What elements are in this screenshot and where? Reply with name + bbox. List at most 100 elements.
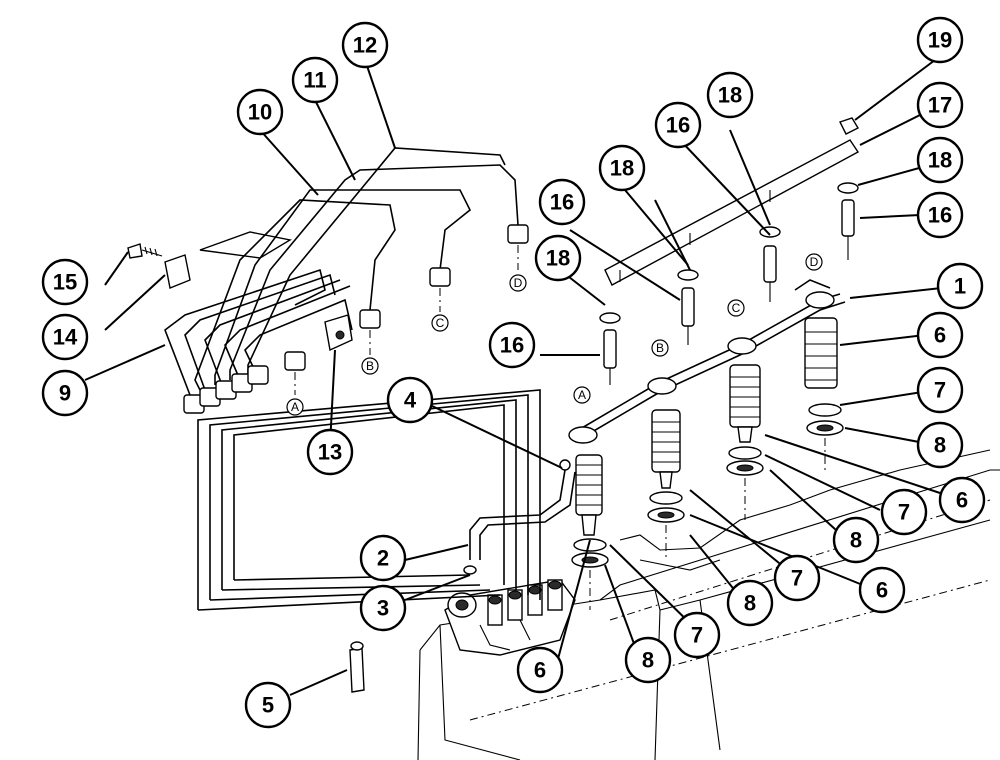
pipe-letter-C: C [431, 314, 449, 332]
injector-letter-D: D [805, 253, 823, 271]
leak-off-hose [463, 459, 576, 575]
callout-7-b: 7 [773, 554, 821, 602]
svg-text:A: A [578, 388, 586, 402]
svg-text:13: 13 [318, 440, 342, 465]
svg-text:D: D [514, 276, 523, 290]
callout-12: 12 [341, 21, 389, 69]
clamp [324, 314, 353, 352]
callout-10: 10 [236, 88, 284, 136]
callout-8-d: 8 [916, 421, 964, 469]
svg-text:6: 6 [934, 323, 946, 348]
callout-16-a: 16 [488, 321, 536, 369]
injector-A [571, 454, 609, 610]
svg-text:C: C [732, 301, 741, 315]
svg-text:12: 12 [353, 33, 377, 58]
callout-8-b: 8 [726, 579, 774, 627]
svg-text:4: 4 [404, 388, 417, 413]
svg-text:8: 8 [744, 591, 756, 616]
callout-14: 14 [41, 313, 89, 361]
svg-text:6: 6 [534, 658, 546, 683]
svg-text:8: 8 [934, 433, 946, 458]
injector-pipes [164, 147, 529, 414]
svg-text:18: 18 [928, 148, 952, 173]
svg-text:7: 7 [934, 378, 946, 403]
callout-3: 3 [359, 584, 407, 632]
svg-text:6: 6 [876, 578, 888, 603]
bracket-and-screw [127, 243, 191, 289]
callout-6-b: 6 [858, 566, 906, 614]
svg-text:16: 16 [500, 333, 524, 358]
svg-text:18: 18 [610, 156, 634, 181]
callout-4: 4 [386, 376, 434, 424]
injector-D [804, 317, 844, 470]
svg-text:D: D [810, 255, 819, 269]
callout-16-b: 16 [538, 178, 586, 226]
callout-1: 1 [936, 262, 984, 310]
callout-18-a: 18 [534, 234, 582, 282]
callout-7-c: 7 [880, 488, 928, 536]
glow-plug-bus-bar [604, 139, 860, 286]
callout-9: 9 [41, 369, 89, 417]
svg-text:16: 16 [666, 113, 690, 138]
svg-text:2: 2 [377, 546, 389, 571]
injector-letter-B: B [651, 339, 669, 357]
callout-18-c: 18 [706, 71, 754, 119]
svg-text:16: 16 [928, 203, 952, 228]
svg-text:B: B [366, 359, 374, 373]
callout-15: 15 [41, 258, 89, 306]
injector-letter-C: C [727, 299, 745, 317]
svg-text:7: 7 [691, 623, 703, 648]
svg-text:15: 15 [53, 270, 77, 295]
glow-plugs [599, 117, 859, 385]
callout-13: 13 [306, 428, 354, 476]
svg-text:5: 5 [262, 693, 274, 718]
injector-B [647, 409, 685, 560]
svg-text:7: 7 [898, 500, 910, 525]
leader-lines [84, 59, 961, 696]
pipe-letter-A: A [286, 398, 304, 416]
svg-text:8: 8 [642, 648, 654, 673]
svg-text:11: 11 [303, 68, 326, 93]
svg-text:8: 8 [850, 528, 862, 553]
svg-text:10: 10 [248, 100, 272, 125]
injector-C [726, 364, 764, 520]
svg-text:B: B [656, 341, 664, 355]
callout-2: 2 [359, 534, 407, 582]
svg-text:A: A [291, 400, 299, 414]
callout-8-a: 8 [624, 636, 672, 684]
callout-18-b: 18 [598, 144, 646, 192]
callout-6-a: 6 [516, 646, 564, 694]
svg-text:6: 6 [956, 488, 968, 513]
callout-7-a: 7 [673, 611, 721, 659]
svg-text:18: 18 [718, 83, 742, 108]
callout-6-d: 6 [916, 311, 964, 359]
pipe-letter-B: B [361, 357, 379, 375]
svg-text:C: C [436, 316, 445, 330]
injector-letter-A: A [573, 386, 591, 404]
svg-text:3: 3 [377, 596, 389, 621]
callout-16-c: 16 [654, 101, 702, 149]
routed-pipes [197, 389, 541, 611]
callout-16-d: 16 [916, 191, 964, 239]
svg-text:19: 19 [928, 28, 952, 53]
callout-17: 17 [916, 81, 964, 129]
svg-text:7: 7 [791, 566, 803, 591]
svg-text:17: 17 [928, 93, 952, 118]
callout-7-d: 7 [916, 366, 964, 414]
callout-5: 5 [244, 681, 292, 729]
callout-11: 11 [291, 56, 339, 104]
svg-text:9: 9 [59, 381, 71, 406]
tag-part [349, 641, 365, 693]
callout-6-c: 6 [938, 476, 986, 524]
svg-text:16: 16 [550, 190, 574, 215]
pipe-letter-D: D [509, 274, 527, 292]
callout-19: 19 [916, 16, 964, 64]
svg-text:14: 14 [53, 325, 78, 350]
svg-text:1: 1 [954, 274, 966, 299]
injection-pump [444, 579, 576, 656]
leak-off-return-line [568, 279, 846, 444]
callout-18-d: 18 [916, 136, 964, 184]
svg-text:18: 18 [546, 246, 570, 271]
callout-8-c: 8 [832, 516, 880, 564]
